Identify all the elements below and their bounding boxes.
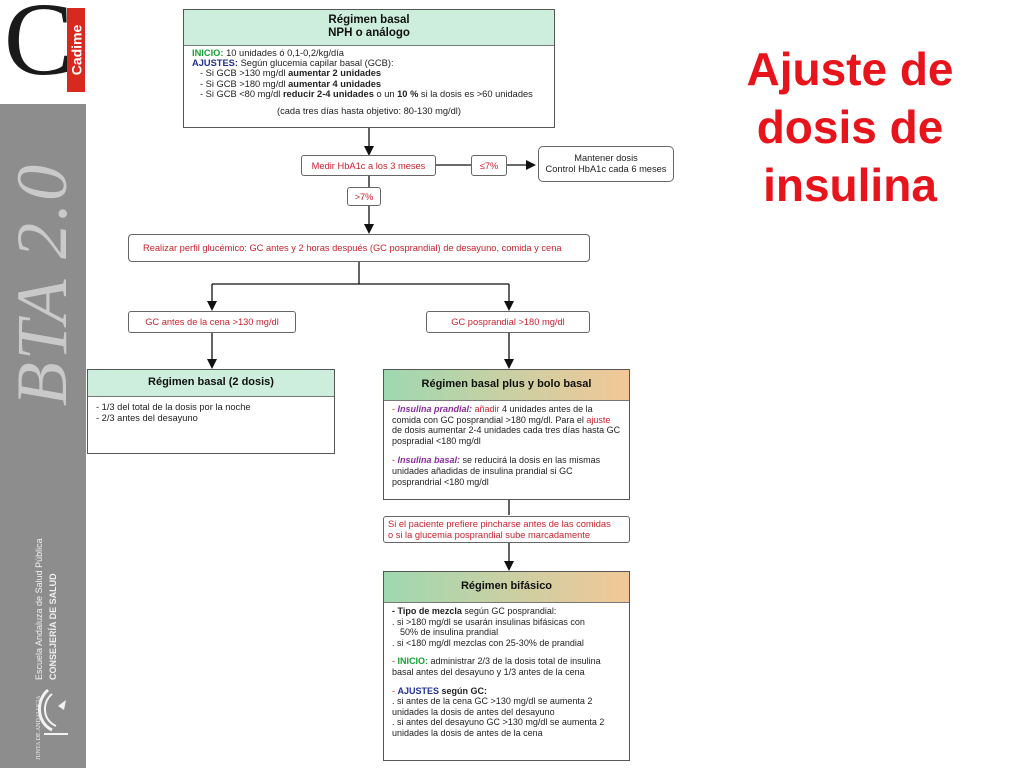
rule-3-percent: 10 %: [397, 88, 419, 99]
tipo-text: según GC posprandial:: [461, 606, 557, 616]
basal-subtitle: NPH o análogo: [328, 27, 410, 39]
basal-rule-1: - Si GCB >130 mg/dl aumentar 2 unidades: [192, 68, 546, 78]
plus-basal-label: Insulina basal:: [397, 455, 461, 466]
junta-logo: JUNTA DE ANDALUCIA: [30, 682, 80, 762]
bifasico-ajustes: - AJUSTES según GC:: [392, 686, 621, 697]
hba1c-gt7-label: >7%: [347, 187, 381, 206]
box-regimen-basal-header: Régimen basal NPH o análogo: [184, 10, 554, 46]
condition-postprandial: GC posprandial >180 mg/dl: [426, 311, 590, 333]
plus-prandial-verb: añadir: [472, 404, 500, 414]
hba1c-measure: Medir HbA1c a los 3 meses: [301, 155, 436, 176]
box-regimen-basal: Régimen basal NPH o análogo INICIO: 10 u…: [183, 9, 555, 128]
rule-2-action: aumentar 4 unidades: [288, 78, 382, 89]
box-basal-2-dosis-header: Régimen basal (2 dosis): [88, 370, 334, 397]
inicio-label: INICIO:: [192, 48, 224, 58]
box-basal-plus-header: Régimen basal plus y bolo basal: [384, 370, 629, 401]
rule-3-text: - Si GCB <80 mg/dl: [200, 88, 283, 99]
bif-ajustes-label: AJUSTES: [397, 685, 440, 696]
box-basal-2-dosis: Régimen basal (2 dosis) - 1/3 del total …: [87, 369, 335, 454]
keep-dose-box: Mantener dosis Control HbA1c cada 6 mese…: [538, 146, 674, 182]
bif-ajustes-dash: -: [392, 685, 398, 696]
junta-logo-icon: [38, 688, 68, 735]
basal-ajustes: AJUSTES: Según glucemia capilar basal (G…: [192, 58, 546, 68]
keep-dose-line1: Mantener dosis: [574, 153, 638, 163]
glycemic-profile-box: Realizar perfil glucémico: GC antes y 2 …: [128, 234, 590, 262]
plus-p2-dash: -: [392, 455, 398, 466]
plus-prandial-text-a: 4 unidades antes de la comida con GC pos…: [392, 404, 593, 425]
basal-title: Régimen basal: [328, 14, 410, 26]
bifasico-tipo: - Tipo de mezcla según GC posprandial:: [392, 606, 621, 617]
box-regimen-basal-body: INICIO: 10 unidades ó 0,1-0,2/kg/día AJU…: [184, 46, 554, 120]
ajustes-text: Según glucemia capilar basal (GCB):: [237, 58, 394, 69]
basal-rule-2: - Si GCB >180 mg/dl aumentar 4 unidades: [192, 79, 546, 89]
title-line-1: Ajuste de: [746, 43, 954, 95]
box-basal-plus: Régimen basal plus y bolo basal - Insuli…: [383, 369, 630, 500]
bifasico-inicio: - INICIO: administrar 2/3 de la dosis to…: [392, 656, 621, 677]
hba1c-le7-label: ≤7%: [471, 155, 507, 176]
box-bifasico-header: Régimen bifásico: [384, 572, 629, 603]
plus-basal-text: se reducirá la dosis en las mismas unida…: [392, 455, 601, 487]
rule-3-post: si la dosis es >60 unidades: [418, 88, 533, 99]
rule-1-action: aumentar 2 unidades: [288, 68, 382, 79]
bifasico-t1: . si >180 mg/dl se usarán insulinas bifá…: [392, 616, 585, 627]
bifasico-a1: . si antes de la cena GC >130 mg/dl se a…: [392, 696, 593, 717]
two-dose-line-1: - 1/3 del total de la dosis por la noche: [96, 402, 251, 412]
box-regimen-bifasico: Régimen bifásico - Tipo de mezcla según …: [383, 571, 630, 761]
plus-prandial-text-b: de dosis aumentar 2-4 unidades cada tres…: [392, 425, 621, 446]
brand-logo-letter: C: [4, 0, 74, 97]
title-line-3: insulina: [763, 159, 937, 211]
page-title: Ajuste de dosis de insulina: [700, 40, 1000, 214]
bif-inicio-text: administrar 2/3 de la dosis total de ins…: [392, 656, 601, 677]
rule-2-text: - Si GCB >180 mg/dl: [200, 78, 289, 89]
two-dose-line-2: - 2/3 antes del desayuno: [96, 413, 198, 424]
keep-dose-line2: Control HbA1c cada 6 meses: [545, 164, 667, 174]
bifasico-t2: 50% de insulina prandial: [400, 627, 499, 638]
basal-inicio: INICIO: 10 unidades ó 0,1-0,2/kg/día: [192, 48, 546, 58]
title-line-2: dosis de: [756, 101, 944, 153]
switch-note-line1: Si el paciente prefiere pincharse antes …: [388, 518, 611, 529]
rule-1-text: - Si GCB >130 mg/dl: [200, 68, 289, 79]
tipo-label: - Tipo de mezcla: [392, 606, 462, 616]
ajustes-label: AJUSTES:: [192, 58, 238, 69]
inicio-text: 10 unidades ó 0,1-0,2/kg/día: [223, 48, 344, 58]
bifasico-a2: . si antes del desayuno GC >130 mg/dl se…: [392, 717, 605, 738]
switch-condition-note: Si el paciente prefiere pincharse antes …: [383, 516, 630, 543]
plus-prandial-paragraph: - Insulina prandial: añadir 4 unidades a…: [392, 404, 621, 446]
switch-note-line2: o si la glucemia posprandial sube marcad…: [388, 529, 591, 540]
basal-footer: (cada tres días hasta objetivo: 80-130 m…: [277, 106, 461, 117]
plus-prandial-label: Insulina prandial:: [397, 404, 473, 414]
box-basal-plus-body: - Insulina prandial: añadir 4 unidades a…: [384, 401, 629, 491]
plus-p1-dash: -: [392, 404, 398, 414]
rule-3-mid: o un: [373, 88, 398, 99]
brand-cadime-badge: [67, 8, 85, 92]
sidebar-band: [0, 104, 86, 768]
box-bifasico-body: - Tipo de mezcla según GC posprandial: .…: [384, 603, 629, 743]
bif-inicio-dash: -: [392, 656, 398, 667]
box-basal-2-dosis-body: - 1/3 del total de la dosis por la noche…: [88, 397, 334, 429]
plus-basal-paragraph: - Insulina basal: se reducirá la dosis e…: [392, 455, 621, 487]
basal-rule-3: - Si GCB <80 mg/dl reducir 2-4 unidades …: [192, 89, 546, 99]
rule-3-action: reducir 2-4 unidades: [282, 88, 374, 99]
plus-ajuste-word: ajuste: [586, 414, 611, 425]
bifasico-t3: . si <180 mg/dl mezclas con 25-30% de pr…: [392, 637, 584, 648]
bif-ajustes-text: según GC:: [439, 685, 488, 696]
bif-inicio-label: INICIO:: [397, 656, 429, 667]
condition-pre-dinner: GC antes de la cena >130 mg/dl: [128, 311, 296, 333]
